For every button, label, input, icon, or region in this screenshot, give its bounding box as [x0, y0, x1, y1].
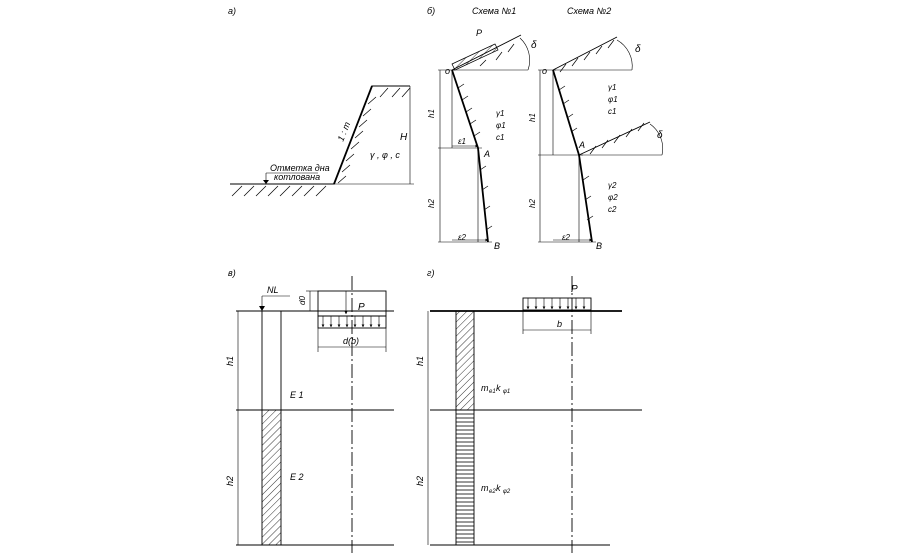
panel-g: г) P b h1 h2 m e1 k φ1 m e2	[415, 268, 642, 553]
load-zone-g	[522, 297, 592, 311]
depth-label: d0	[298, 296, 307, 305]
load-arrows-g	[526, 298, 586, 310]
coef1-label: m e1 k φ1	[481, 383, 510, 395]
h1-label-v: h1	[225, 356, 235, 366]
gamma1-label-2: γ1	[608, 83, 616, 92]
panel-b: б) Схема №1 Схема №2 P	[427, 6, 663, 251]
h1-label: h1	[427, 109, 436, 118]
scheme2-title: Схема №2	[567, 6, 611, 16]
slip-surface-2	[552, 69, 593, 243]
svg-text:φ1: φ1	[503, 389, 510, 395]
gamma1-label: γ1	[496, 109, 504, 118]
eps1-label: ε1	[458, 137, 466, 146]
bottom-mark-line2: котлована	[274, 172, 320, 182]
surface-line-2	[552, 36, 618, 71]
svg-text:φ2: φ2	[503, 489, 511, 495]
e1-label: E 1	[290, 390, 304, 400]
surface-load	[451, 43, 499, 71]
pile-lower	[261, 409, 282, 546]
gamma2-label-2: γ2	[608, 181, 617, 190]
h1-label-2: h1	[528, 113, 537, 122]
width-label-g: b	[557, 319, 562, 329]
svg-text:k: k	[496, 483, 501, 493]
point-b-label-2: B	[596, 241, 602, 251]
pile-upper	[261, 310, 282, 411]
c1-label: с1	[496, 133, 504, 142]
angle-label-3: δ	[657, 130, 663, 141]
height-label: H	[400, 132, 408, 143]
svg-text:m: m	[481, 383, 489, 393]
slip-surface	[451, 69, 489, 243]
panel-v: в) NL P d0 d(b)	[225, 268, 394, 553]
c1-label-2: с1	[608, 107, 616, 116]
bottom-hatching	[231, 185, 327, 197]
pressure-arrows	[321, 316, 381, 328]
h2-label-v: h2	[225, 476, 235, 486]
eps2-label-2: ε2	[562, 233, 571, 242]
eps2-label: ε2	[458, 233, 467, 242]
coef2-label: m e2 k φ2	[481, 483, 511, 495]
h2-label-g: h2	[415, 476, 425, 486]
pile-upper-g	[455, 310, 475, 411]
load-label-v: P	[358, 302, 365, 313]
angle-arc-2	[616, 39, 633, 71]
scheme-1: P h1 h2 o A B ε1	[427, 28, 537, 251]
c2-label-2: с2	[608, 205, 617, 214]
phi2-label-2: φ2	[608, 193, 618, 202]
slope-hatching	[337, 87, 411, 184]
panel-a: а) H 1 : m γ , φ , с Отметка дна котлова…	[228, 6, 414, 197]
origin-label-2: o	[542, 66, 547, 76]
point-a-label: A	[483, 149, 490, 159]
angle-arc	[519, 37, 530, 71]
panel-v-label: в)	[228, 268, 236, 278]
h2-label-2: h2	[528, 199, 537, 208]
load-label-g: P	[571, 284, 578, 295]
svg-text:k: k	[496, 383, 501, 393]
point-a-label-2: A	[578, 140, 585, 150]
e2-label: E 2	[290, 472, 304, 482]
panel-g-label: г)	[427, 268, 434, 278]
panel-a-label: а)	[228, 6, 236, 16]
h2-label: h2	[427, 199, 436, 208]
bottom-mark-line1: Отметка дна	[270, 163, 330, 173]
svg-text:m: m	[481, 483, 489, 493]
phi1-label-2: φ1	[608, 95, 618, 104]
slope-ratio-label: 1 : m	[336, 120, 353, 143]
scheme-2: h1 h2 o A B ε2 γ1 φ1 с1 γ2 φ2 с2 δ δ	[528, 36, 663, 251]
scheme1-title: Схема №1	[472, 6, 516, 16]
svg-text:e1: e1	[489, 389, 496, 395]
nl-label: NL	[267, 285, 279, 295]
angle-label: δ	[531, 40, 537, 51]
soil-params-label: γ , φ , с	[370, 150, 400, 160]
phi1-label: φ1	[496, 121, 506, 130]
pile-lower-g	[455, 409, 475, 546]
slope-line	[333, 85, 373, 185]
angle-arc-3	[649, 123, 663, 156]
point-b-label: B	[494, 241, 500, 251]
svg-text:e2: e2	[489, 489, 496, 495]
origin-label: o	[445, 66, 450, 76]
angle-label-2: δ	[635, 44, 641, 55]
h1-label-g: h1	[415, 356, 425, 366]
width-label: d(b)	[343, 336, 359, 346]
second-surface-line	[578, 121, 651, 156]
load-label: P	[476, 28, 482, 38]
panel-b-label: б)	[427, 6, 435, 16]
